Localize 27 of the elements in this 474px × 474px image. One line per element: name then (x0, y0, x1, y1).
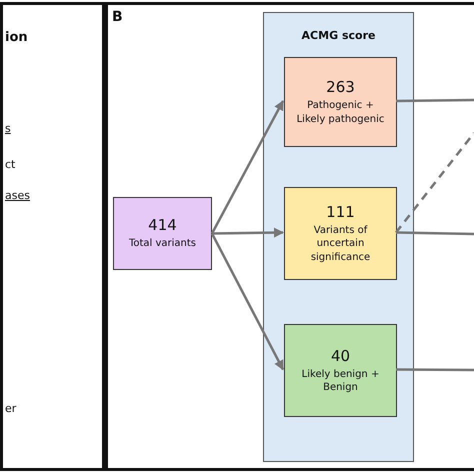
connector-line (396, 98, 474, 102)
count-value: 40 (330, 346, 350, 364)
label-text: s (5, 122, 11, 135)
category-box (284, 324, 397, 417)
label-text: ases (5, 189, 30, 202)
panel-heading: ACMG score (302, 29, 376, 42)
panel-letter: B (112, 9, 123, 25)
count-value: 263 (326, 78, 355, 96)
category-label: Pathogenic + Likely pathogenic (296, 99, 386, 126)
connector-line (396, 231, 474, 236)
count-value: 111 (326, 202, 355, 221)
label-text: ct (5, 158, 16, 171)
group-panel (263, 12, 414, 462)
arrow (210, 232, 284, 370)
total-box (113, 197, 212, 270)
connector-line (395, 132, 474, 234)
category-box (284, 57, 397, 147)
category-label: Total variants (128, 237, 196, 251)
category-label: Likely benign + Benign (300, 368, 380, 394)
arrow (212, 228, 284, 238)
category-label: Variants of uncertain significance (310, 224, 372, 264)
arrow (210, 100, 284, 234)
connector-line (396, 368, 474, 372)
count-value: 414 (148, 216, 177, 234)
label-text: ion (5, 30, 28, 45)
label-text: er (5, 402, 16, 415)
category-box (284, 187, 397, 280)
